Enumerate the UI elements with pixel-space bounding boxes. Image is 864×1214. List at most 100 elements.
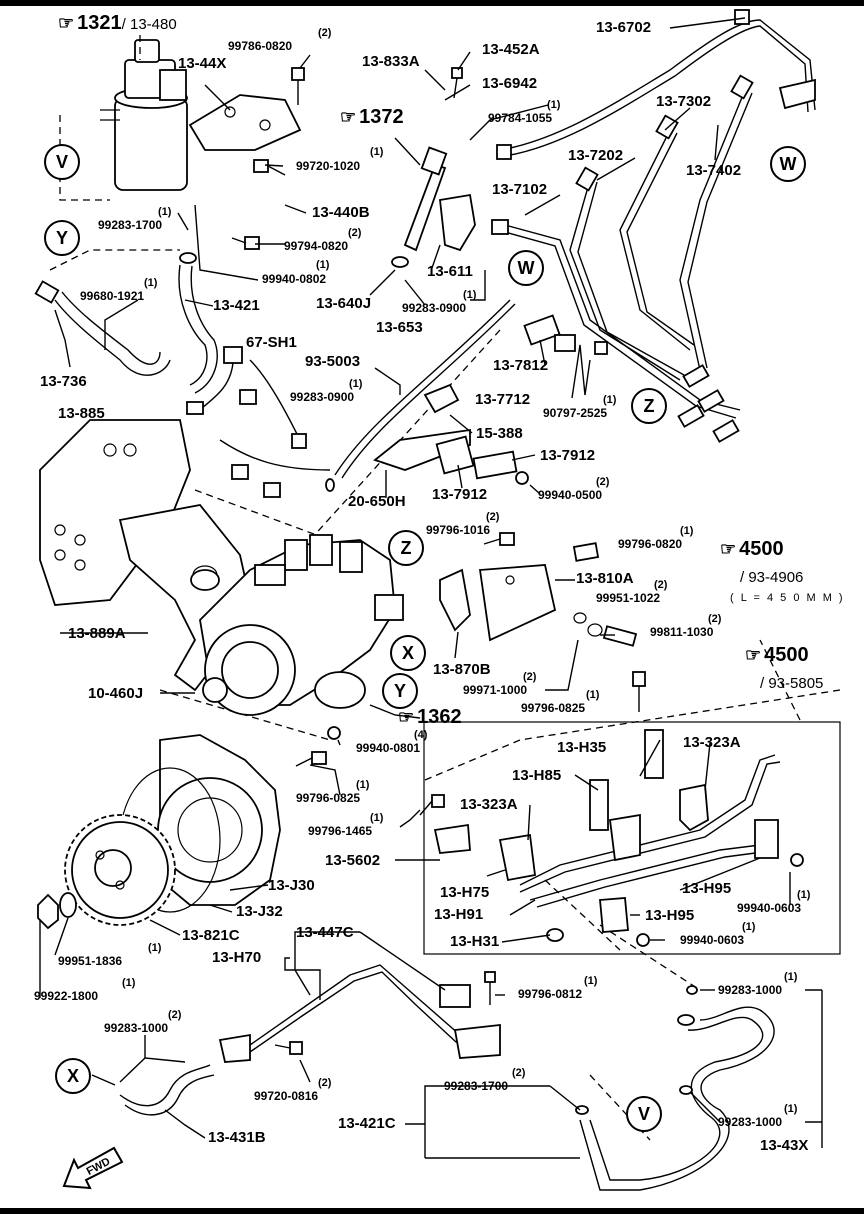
ref-4500a[interactable]: ☞4500: [720, 538, 784, 561]
part-number[interactable]: 99283-1700: [444, 1079, 509, 1093]
part-number[interactable]: 99940-0603: [737, 901, 802, 915]
ref-1321[interactable]: ☞1321/ 13-480: [58, 12, 177, 35]
part-label[interactable]: 67-SH1: [246, 334, 297, 351]
part-number[interactable]: 99784-1055: [488, 111, 553, 125]
part-number[interactable]: 99720-1020: [296, 159, 361, 173]
part-label[interactable]: 93-5003: [305, 353, 361, 370]
part-label[interactable]: 13-7202: [568, 147, 624, 164]
part-label[interactable]: 13-J30: [268, 877, 315, 894]
part-label[interactable]: 13-44X: [178, 55, 227, 72]
quantity: (1): [547, 99, 561, 111]
ref-4500b[interactable]: ☞4500: [745, 644, 809, 667]
part-label[interactable]: 13-323A: [683, 734, 741, 751]
part-number[interactable]: 99794-0820: [284, 239, 349, 253]
part-label[interactable]: 13-889A: [68, 625, 126, 642]
connector-marker-z[interactable]: Z: [631, 388, 667, 424]
part-label[interactable]: 13-H91: [434, 906, 484, 923]
part-label[interactable]: 13-7402: [686, 162, 742, 179]
part-number[interactable]: 99786-0820: [228, 39, 293, 53]
fuel-filter-illustration: [100, 39, 188, 191]
part-label[interactable]: 13-7302: [656, 93, 712, 110]
part-label[interactable]: 13-736: [40, 373, 87, 390]
part-label[interactable]: 13-885: [58, 405, 105, 422]
part-label[interactable]: 13-7812: [493, 357, 549, 374]
part-label[interactable]: 13-833A: [362, 53, 420, 70]
part-number[interactable]: 99283-1000: [104, 1021, 169, 1035]
connector-marker-v[interactable]: V: [44, 144, 80, 180]
part-number[interactable]: 99796-0820: [618, 537, 683, 551]
quantity: (2): [318, 27, 332, 39]
part-label[interactable]: 13-6942: [482, 75, 538, 92]
part-number[interactable]: 99796-1016: [426, 523, 491, 537]
connector-marker-x[interactable]: X: [390, 635, 426, 671]
part-number[interactable]: 99796-0825: [296, 791, 361, 805]
part-number[interactable]: 99922-1800: [34, 989, 99, 1003]
part-number[interactable]: 99971-1000: [463, 683, 528, 697]
part-label[interactable]: 13-440B: [312, 204, 370, 221]
part-number[interactable]: 99720-0816: [254, 1089, 319, 1103]
part-number[interactable]: 99940-0500: [538, 488, 603, 502]
part-label[interactable]: 13-323A: [460, 796, 518, 813]
part-number[interactable]: 99283-1000: [718, 983, 783, 997]
part-number[interactable]: 99796-0812: [518, 987, 583, 1001]
part-number[interactable]: 99811-1030: [650, 625, 714, 639]
part-number[interactable]: 99283-0900: [402, 301, 467, 315]
connector-marker-w[interactable]: W: [770, 146, 806, 182]
part-label[interactable]: 13-J32: [236, 903, 283, 920]
part-number[interactable]: 99680-1921: [80, 289, 145, 303]
ref-4500a-target: / 93-4906: [740, 569, 804, 586]
part-label[interactable]: 20-650H: [348, 493, 406, 510]
part-number[interactable]: 99951-1022: [596, 591, 661, 605]
part-number[interactable]: 99940-0801: [356, 741, 421, 755]
part-number[interactable]: 99796-1465: [308, 824, 373, 838]
part-label[interactable]: 13-7912: [432, 486, 488, 503]
ref-1362-number: 1362: [417, 706, 462, 728]
part-label[interactable]: 13-421: [213, 297, 260, 314]
part-label[interactable]: 13-7912: [540, 447, 596, 464]
part-label[interactable]: 10-460J: [88, 685, 144, 702]
part-label[interactable]: 15-388: [476, 425, 523, 442]
part-label[interactable]: 13-H75: [440, 884, 490, 901]
part-label[interactable]: 13-431B: [208, 1129, 266, 1146]
part-label[interactable]: 13-452A: [482, 41, 540, 58]
ref-4500b-target-row: / 93-5805: [760, 675, 823, 693]
part-label[interactable]: 13-821C: [182, 927, 240, 944]
part-label[interactable]: 13-7102: [492, 181, 548, 198]
part-label[interactable]: 13-870B: [433, 661, 491, 678]
connector-marker-w[interactable]: W: [508, 250, 544, 286]
quantity: (1): [680, 525, 694, 537]
ref-1372[interactable]: ☞1372: [340, 106, 404, 129]
part-number[interactable]: 99283-0900: [290, 390, 355, 404]
ref-1362[interactable]: ☞1362: [398, 706, 462, 729]
part-label[interactable]: 13-611: [427, 263, 473, 280]
part-number[interactable]: 99796-0825: [521, 701, 586, 715]
part-label[interactable]: 13-5602: [325, 852, 381, 869]
part-label[interactable]: 13-H95: [682, 880, 732, 897]
connector-marker-x[interactable]: X: [55, 1058, 91, 1094]
part-label[interactable]: 13-H85: [512, 767, 562, 784]
part-number[interactable]: 99951-1836: [58, 954, 123, 968]
connector-marker-v[interactable]: V: [626, 1096, 662, 1132]
part-number[interactable]: 99283-1000: [718, 1115, 783, 1129]
part-label[interactable]: 13-7712: [475, 391, 531, 408]
part-number[interactable]: 90797-2525: [543, 406, 608, 420]
part-label[interactable]: 13-43X: [760, 1137, 809, 1154]
part-label[interactable]: 13-653: [376, 319, 423, 336]
part-number[interactable]: 99940-0802: [262, 272, 327, 286]
connector-marker-y[interactable]: Y: [44, 220, 80, 256]
quantity: (1): [370, 812, 384, 824]
part-label[interactable]: 13-H95: [645, 907, 695, 924]
part-label[interactable]: 13-H35: [557, 739, 607, 756]
part-label[interactable]: 13-6702: [596, 19, 652, 36]
part-number[interactable]: 99283-1700: [98, 218, 163, 232]
part-label[interactable]: 13-421C: [338, 1115, 396, 1132]
part-label[interactable]: 13-810A: [576, 570, 634, 587]
part-label[interactable]: 13-640J: [316, 295, 372, 312]
part-label[interactable]: 13-H70: [212, 949, 262, 966]
connector-marker-y[interactable]: Y: [382, 673, 418, 709]
quantity: (1): [463, 289, 477, 301]
connector-marker-z[interactable]: Z: [388, 530, 424, 566]
part-number[interactable]: 99940-0603: [680, 933, 745, 947]
part-label[interactable]: 13-H31: [450, 933, 500, 950]
part-label[interactable]: 13-447C: [296, 924, 354, 941]
